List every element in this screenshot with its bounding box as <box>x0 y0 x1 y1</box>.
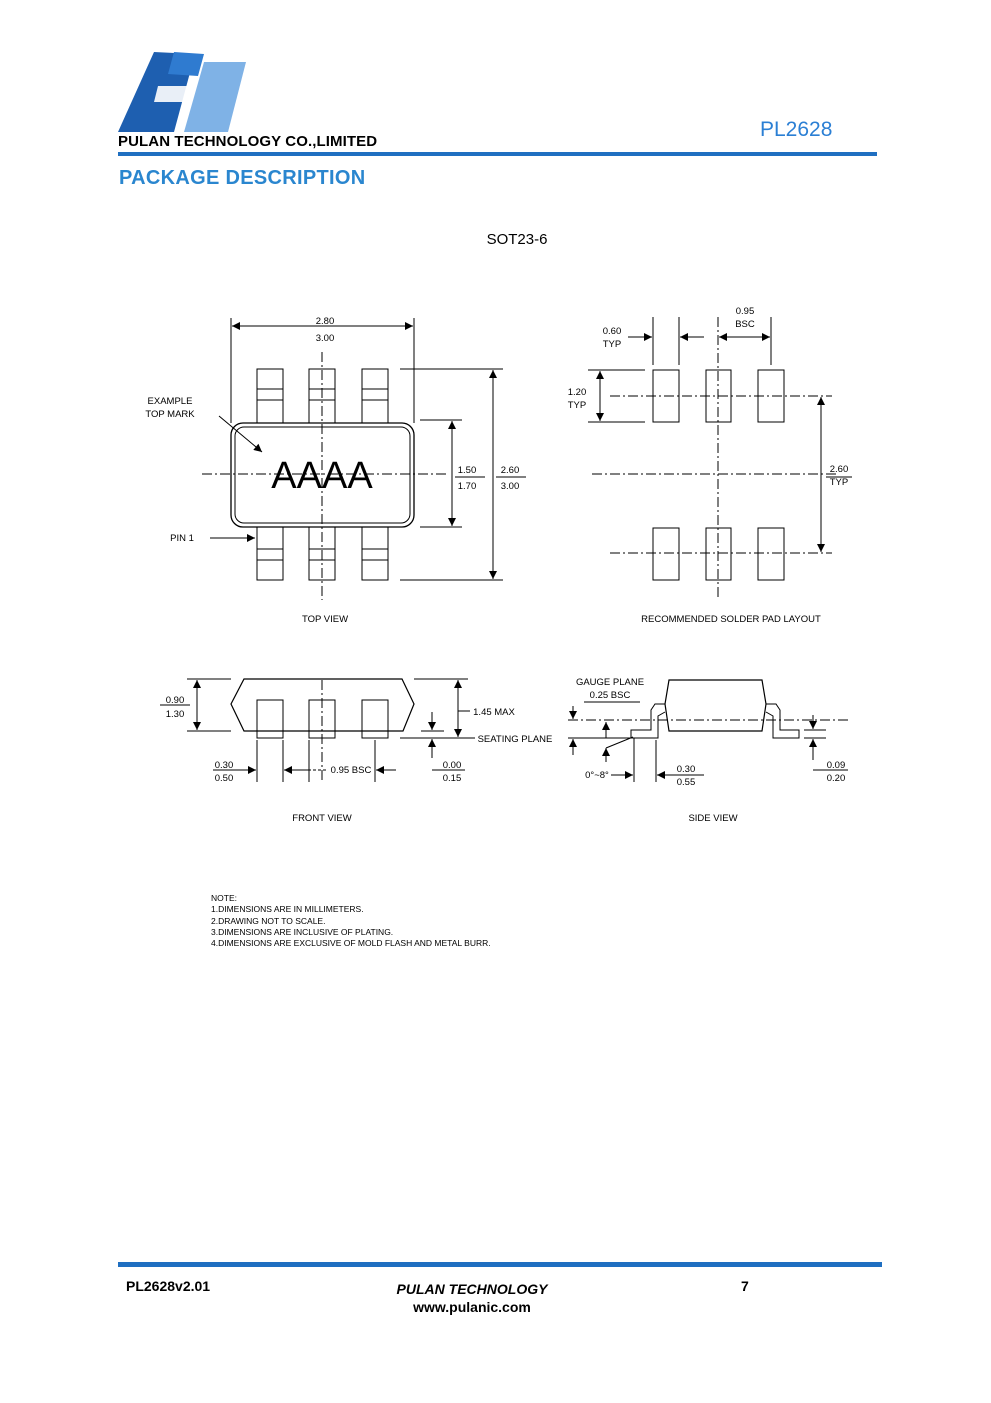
pad-span-value: 2.60 <box>830 464 849 475</box>
front-standoff-min: 0.00 <box>443 760 462 771</box>
front-height-max: 1.30 <box>166 709 185 720</box>
pad-width-note: TYP <box>603 339 621 350</box>
footer-version: PL2628v2.01 <box>126 1278 211 1294</box>
top-overall-min: 2.60 <box>501 465 520 476</box>
pad-span-note: TYP <box>830 477 848 488</box>
page-number: 7 <box>741 1278 749 1294</box>
package-name: SOT23-6 <box>486 231 548 248</box>
pad-pitch-value: 0.95 <box>736 306 755 317</box>
top-view <box>202 318 526 600</box>
side-angle: 0°~8° <box>585 770 609 781</box>
solder-pad-layout <box>588 317 852 600</box>
pulan-logo <box>118 52 246 132</box>
front-max-height: 1.45 MAX <box>473 707 515 718</box>
notes-title: NOTE: <box>211 893 237 903</box>
header-rule <box>118 152 877 156</box>
top-mark-label-1: EXAMPLE <box>148 396 193 407</box>
pad-height-value: 1.20 <box>568 387 587 398</box>
side-foot-min: 0.30 <box>677 764 696 775</box>
solder-pad-caption: RECOMMENDED SOLDER PAD LAYOUT <box>641 614 821 625</box>
front-standoff-max: 0.15 <box>443 773 462 784</box>
note-item: 1.DIMENSIONS ARE IN MILLIMETERS. <box>211 904 364 915</box>
part-number: PL2628 <box>760 118 833 141</box>
top-width-min: 2.80 <box>316 316 335 327</box>
side-thick-max: 0.20 <box>827 773 846 784</box>
top-body-max: 1.70 <box>458 481 477 492</box>
front-pitch: 0.95 BSC <box>331 765 372 776</box>
side-thick-min: 0.09 <box>827 760 846 771</box>
top-overall-max: 3.00 <box>501 481 520 492</box>
side-view-caption: SIDE VIEW <box>688 813 737 824</box>
front-lead-min: 0.30 <box>215 760 234 771</box>
front-view-caption: FRONT VIEW <box>292 813 351 824</box>
front-view <box>160 678 475 782</box>
gauge-plane-value: 0.25 BSC <box>590 690 631 701</box>
top-mark-label-2: TOP MARK <box>145 409 195 420</box>
note-item: 4.DIMENSIONS ARE EXCLUSIVE OF MOLD FLASH… <box>211 938 491 949</box>
top-view-caption: TOP VIEW <box>302 614 348 625</box>
note-item: 3.DIMENSIONS ARE INCLUSIVE OF PLATING. <box>211 926 394 937</box>
side-foot-max: 0.55 <box>677 777 696 788</box>
footer-website[interactable]: www.pulanic.com <box>413 1299 531 1315</box>
top-body-min: 1.50 <box>458 465 477 476</box>
top-mark-text: AAAA <box>271 455 373 497</box>
notes: NOTE: 1.DIMENSIONS ARE IN MILLIMETERS. 2… <box>211 893 491 949</box>
section-title: PACKAGE DESCRIPTION <box>119 167 366 189</box>
company-name: PULAN TECHNOLOGY CO.,LIMITED <box>118 133 378 150</box>
seating-plane-label: SEATING PLANE <box>478 734 553 745</box>
front-lead-max: 0.50 <box>215 773 234 784</box>
pad-height-note: TYP <box>568 400 586 411</box>
pad-width-value: 0.60 <box>603 326 622 337</box>
footer-company: PULAN TECHNOLOGY <box>396 1281 548 1297</box>
gauge-plane-label: GAUGE PLANE <box>576 677 644 688</box>
footer-rule <box>118 1262 882 1267</box>
note-item: 2.DRAWING NOT TO SCALE. <box>211 915 326 926</box>
pin1-label: PIN 1 <box>170 533 194 544</box>
top-width-max: 3.00 <box>316 333 335 344</box>
pad-pitch-note: BSC <box>735 319 755 330</box>
front-height-min: 0.90 <box>166 695 185 706</box>
side-view <box>568 679 848 782</box>
